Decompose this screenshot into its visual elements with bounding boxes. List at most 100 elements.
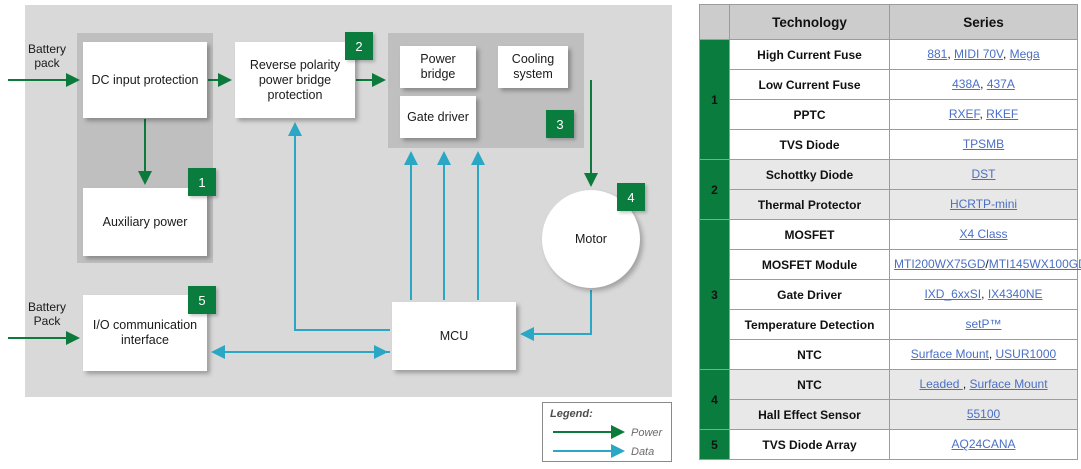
group-number-cell: 3 — [699, 219, 730, 370]
legend-label-data: Data — [631, 446, 655, 458]
table-row: Thermal Protector HCRTP-mini — [700, 189, 1078, 220]
legend-title: Legend: — [550, 408, 593, 420]
series-link[interactable]: 437A — [986, 77, 1015, 91]
node-power-bridge[interactable]: Power bridge — [400, 46, 476, 88]
series-link[interactable]: Mega — [1009, 47, 1040, 61]
series-cell: DST — [889, 159, 1078, 190]
series-cell: X4 Class — [889, 219, 1078, 250]
series-cell: 438A, 437A — [889, 69, 1078, 100]
series-link[interactable]: IX4340NE — [987, 287, 1043, 301]
node-label: Gate driver — [407, 109, 469, 124]
node-label: Reverse polarity power bridge protection — [249, 57, 341, 102]
series-link[interactable]: RKEF — [986, 107, 1019, 121]
series-cell: TPSMB — [889, 129, 1078, 160]
node-label: DC input protection — [91, 72, 199, 87]
series-link[interactable]: 438A — [952, 77, 981, 91]
series-link[interactable]: MTI145WX100GD — [988, 257, 1081, 271]
technology-cell: NTC — [729, 369, 890, 400]
series-link[interactable]: setP™ — [965, 317, 1002, 331]
series-link[interactable]: Surface Mount — [969, 377, 1048, 391]
series-link[interactable]: MTI200WX75GD — [894, 257, 986, 271]
group-number-cell: 2 — [699, 159, 730, 220]
badge-1[interactable]: 1 — [188, 168, 216, 196]
node-label: I/O communication interface — [92, 318, 198, 347]
node-gate-driver[interactable]: Gate driver — [400, 96, 476, 138]
node-cooling-system[interactable]: Cooling system — [498, 46, 568, 88]
series-link[interactable]: MIDI 70V — [954, 47, 1003, 61]
series-link[interactable]: AQ24CANA — [951, 437, 1016, 451]
node-reverse-polarity-power-bridge-protection[interactable]: Reverse polarity power bridge protection — [235, 42, 355, 118]
technology-cell: High Current Fuse — [729, 39, 890, 70]
technology-cell: Hall Effect Sensor — [729, 399, 890, 430]
connection-wires — [8, 73, 598, 359]
group-number-cell: 1 — [699, 39, 730, 160]
series-cell: IXD_6xxSI, IX4340NE — [889, 279, 1078, 310]
series-cell: 55100 — [889, 399, 1078, 430]
series-cell: Leaded , Surface Mount — [889, 369, 1078, 400]
node-label: MCU — [439, 328, 469, 343]
series-link[interactable]: X4 Class — [959, 227, 1008, 241]
legend-box: Legend: Power Data — [542, 402, 672, 462]
series-link[interactable]: Surface Mount — [910, 347, 989, 361]
series-link[interactable]: TPSMB — [962, 137, 1005, 151]
technology-cell: Thermal Protector — [729, 189, 890, 220]
header-technology: Technology — [729, 4, 890, 40]
legend-sample-lines — [553, 425, 625, 458]
series-link[interactable]: HCRTP-mini — [949, 197, 1018, 211]
node-io-communication-interface[interactable]: I/O communication interface — [83, 295, 207, 371]
node-label: Cooling system — [511, 52, 555, 81]
header-series: Series — [889, 4, 1078, 40]
technology-cell: TVS Diode — [729, 129, 890, 160]
series-link[interactable]: Leaded — [919, 377, 963, 391]
series-cell: MTI200WX75GD/MTI145WX100GD — [889, 249, 1081, 280]
technology-cell: Temperature Detection — [729, 309, 890, 340]
badge-4[interactable]: 4 — [617, 183, 645, 211]
series-cell: AQ24CANA — [889, 429, 1078, 460]
table-header-row: Technology Series — [699, 4, 1078, 40]
technology-cell: NTC — [729, 339, 890, 370]
series-link[interactable]: RXEF — [948, 107, 980, 121]
series-link[interactable]: USUR1000 — [995, 347, 1057, 361]
block-diagram: DC input protection Auxiliary power Reve… — [8, 5, 672, 462]
badge-5[interactable]: 5 — [188, 286, 216, 314]
badge-3[interactable]: 3 — [546, 110, 574, 138]
edge-label-battery-pack-bottom: Battery Pack — [27, 300, 66, 328]
technology-cell: PPTC — [729, 99, 890, 130]
technology-cell: Schottky Diode — [729, 159, 890, 190]
technology-cell: MOSFET — [729, 219, 890, 250]
series-cell: setP™ — [889, 309, 1078, 340]
table-head: Technology Series — [699, 4, 1078, 40]
series-cell: RXEF, RKEF — [889, 99, 1078, 130]
node-auxiliary-power[interactable]: Auxiliary power — [83, 188, 207, 256]
table-row: Temperature Detection setP™ — [700, 309, 1078, 340]
node-label: Power bridge — [420, 52, 456, 81]
table-row: Hall Effect Sensor 55100 — [700, 399, 1078, 430]
group-number-cell: 4 — [699, 369, 730, 430]
node-label: Motor — [575, 231, 607, 246]
series-cell: 881, MIDI 70V, Mega — [889, 39, 1078, 70]
table-row: TVS Diode TPSMB — [700, 129, 1078, 160]
node-label: Auxiliary power — [102, 214, 188, 229]
badge-2[interactable]: 2 — [345, 32, 373, 60]
series-link[interactable]: IXD_6xxSI — [924, 287, 982, 301]
series-link[interactable]: DST — [971, 167, 996, 181]
technology-cell: Low Current Fuse — [729, 69, 890, 100]
edge-label-battery-pack-top: Battery pack — [27, 42, 66, 70]
node-dc-input-protection[interactable]: DC input protection — [83, 42, 207, 118]
series-link[interactable]: 55100 — [966, 407, 1001, 421]
node-mcu[interactable]: MCU — [392, 302, 516, 370]
series-link[interactable]: 881 — [927, 47, 948, 61]
series-cell: HCRTP-mini — [889, 189, 1078, 220]
group-number-cell: 5 — [699, 429, 730, 460]
